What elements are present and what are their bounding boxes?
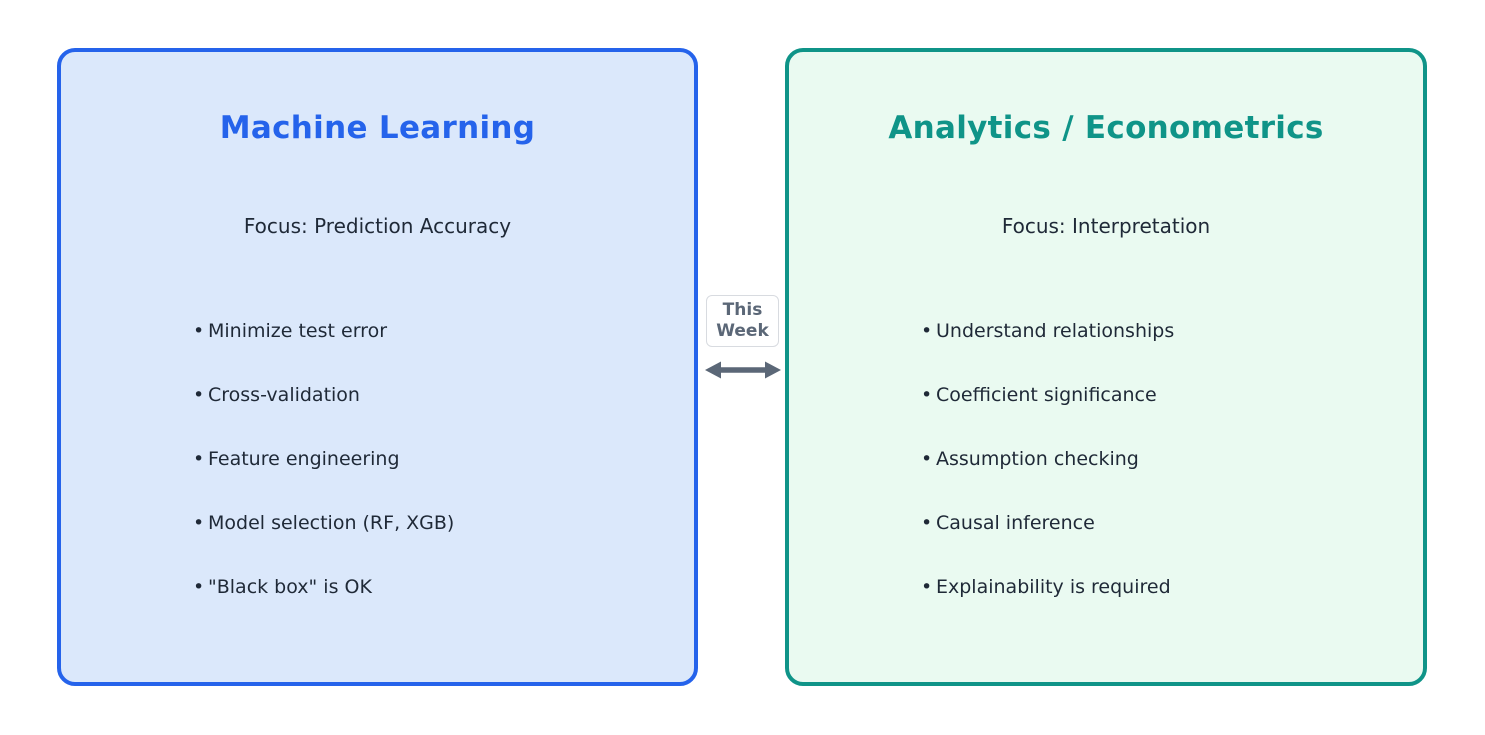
bullet-icon: • [921, 576, 933, 598]
analytics-econometrics-card: Analytics / Econometrics Focus: Interpre… [785, 48, 1427, 686]
list-item: • Feature engineering [193, 446, 680, 472]
list-item-label: Causal inference [936, 512, 1095, 534]
list-item-label: Cross-validation [208, 384, 360, 406]
card-title: Analytics / Econometrics [888, 110, 1324, 146]
list-item: • "Black box" is OK [193, 574, 680, 600]
bullet-icon: • [193, 512, 205, 534]
list-item-label: Assumption checking [936, 448, 1139, 470]
list-item-label: Coefficient significance [936, 384, 1157, 406]
list-item: • Assumption checking [921, 446, 1409, 472]
card-title: Machine Learning [219, 110, 536, 146]
machine-learning-card: Machine Learning Focus: Prediction Accur… [57, 48, 698, 686]
card-bullet-list: • Understand relationships • Coefficient… [921, 318, 1409, 638]
list-item-label: Feature engineering [208, 448, 400, 470]
card-bullet-list: • Minimize test error • Cross-validation… [193, 318, 680, 638]
bullet-icon: • [193, 448, 205, 470]
list-item-label: Explainability is required [936, 576, 1171, 598]
bullet-icon: • [921, 320, 933, 342]
bullet-icon: • [921, 512, 933, 534]
card-focus: Focus: Prediction Accuracy [243, 214, 512, 238]
list-item-label: Model selection (RF, XGB) [208, 512, 455, 534]
list-item: • Coefficient significance [921, 382, 1409, 408]
list-item: • Model selection (RF, XGB) [193, 510, 680, 536]
list-item: • Minimize test error [193, 318, 680, 344]
bullet-icon: • [193, 576, 205, 598]
double-arrow-icon [705, 361, 781, 379]
bullet-icon: • [193, 384, 205, 406]
card-focus: Focus: Interpretation [1001, 214, 1211, 238]
list-item: • Cross-validation [193, 382, 680, 408]
list-item: • Explainability is required [921, 574, 1409, 600]
list-item: • Understand relationships [921, 318, 1409, 344]
bullet-icon: • [193, 320, 205, 342]
bullet-icon: • [921, 448, 933, 470]
bullet-icon: • [921, 384, 933, 406]
list-item-label: "Black box" is OK [208, 576, 372, 598]
list-item-label: Minimize test error [208, 320, 388, 342]
this-week-badge: This Week [706, 295, 779, 347]
list-item-label: Understand relationships [936, 320, 1175, 342]
list-item: • Causal inference [921, 510, 1409, 536]
